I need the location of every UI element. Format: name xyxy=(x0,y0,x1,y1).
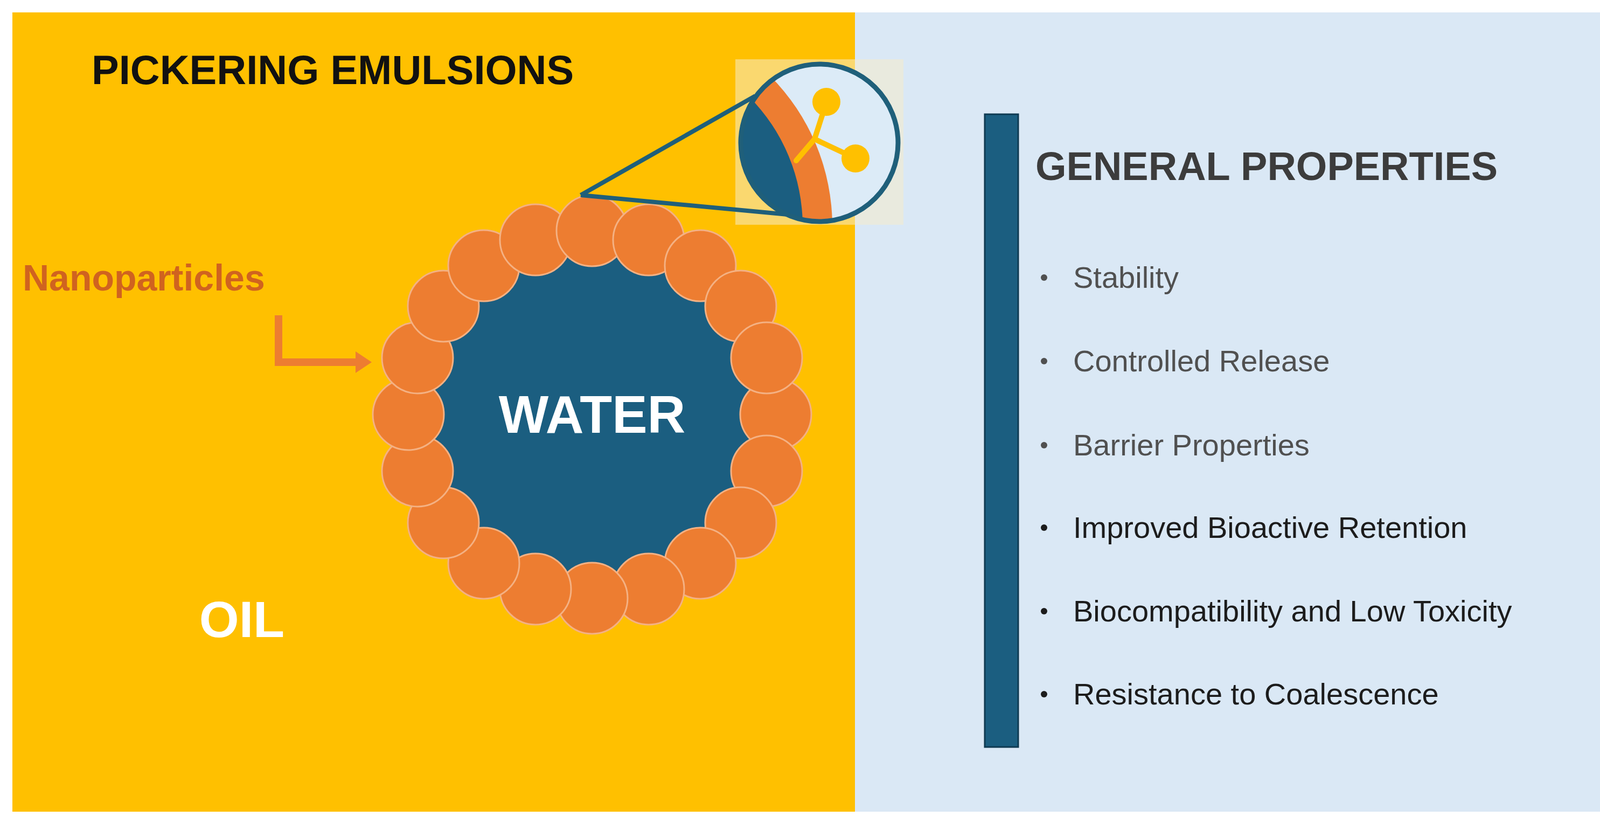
oil-phase-panel: PICKERING EMULSIONS OIL WATER xyxy=(12,12,855,812)
bullet-dot xyxy=(1040,357,1048,365)
pointer-arrow xyxy=(278,315,372,373)
water-droplet: WATER xyxy=(414,236,770,593)
property-item: Biocompatibility and Low Toxicity xyxy=(1073,594,1591,628)
bullet-dot xyxy=(1040,441,1048,449)
bullet-dot xyxy=(1040,274,1048,281)
component-label: Nanoparticles xyxy=(22,259,266,296)
property-item: Resistance to Coalescence xyxy=(1073,677,1591,711)
phase-label: WATER xyxy=(498,387,686,441)
property-item: Stability xyxy=(1073,261,1591,294)
property-item: Barrier Properties xyxy=(1073,428,1591,462)
bullet-dot xyxy=(1040,607,1048,615)
bullet-dot xyxy=(1040,524,1048,531)
nanoparticle-ring xyxy=(372,195,812,634)
property-item: Controlled Release xyxy=(1073,344,1591,378)
properties-panel: GENERAL PROPERTIES StabilityControlled Re… xyxy=(854,12,1600,812)
phase-label: OIL xyxy=(161,593,323,645)
bullet-dot xyxy=(1040,690,1048,698)
property-item: Improved Bioactive Retention xyxy=(1073,511,1591,544)
panel-title: PICKERING EMULSIONS xyxy=(91,49,574,91)
zoom-lens xyxy=(406,13,899,440)
zoom-leader-lines xyxy=(580,95,788,215)
accent-bar xyxy=(984,114,1019,747)
zoom-backdrop xyxy=(735,59,904,225)
section-heading: GENERAL PROPERTIES xyxy=(1035,146,1498,187)
